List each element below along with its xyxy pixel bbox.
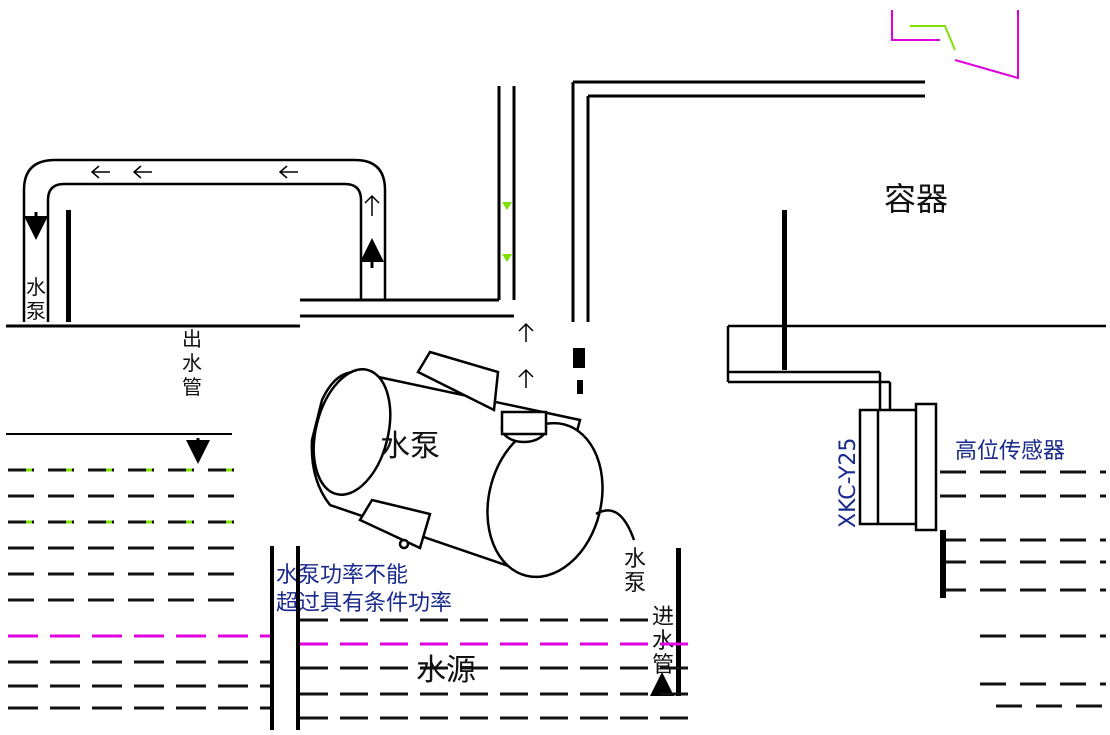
pump-right-label: 水泵 — [624, 547, 646, 596]
container-label: 容器 — [884, 180, 948, 218]
source-tank-walls — [270, 546, 300, 730]
riser-pipe — [300, 86, 516, 318]
warning-line-1: 水泵功率不能 — [276, 563, 408, 588]
right-tank-wall — [940, 530, 946, 598]
sensor-model-label: XKC-Y25 — [836, 438, 861, 528]
container-pipe — [571, 80, 925, 322]
outlet-pipe-label: 出水管 — [182, 327, 202, 399]
pump-left-label: 水泵 — [26, 275, 46, 323]
top-right-mark — [891, 10, 1019, 80]
container-level-bar — [782, 210, 787, 370]
water-source-label: 水源 — [416, 653, 476, 688]
source-water — [300, 618, 700, 720]
up-arrow-icon — [502, 202, 512, 262]
inlet-pipe-label: 进水管 — [652, 605, 674, 678]
left-tank-lower-water — [8, 634, 270, 710]
pump-main-label: 水泵 — [380, 429, 440, 464]
right-wall — [676, 548, 681, 696]
right-tank-water — [940, 470, 1106, 708]
up-arrow-icon — [364, 194, 380, 216]
pipe-segment — [573, 348, 585, 368]
pump-main — [310, 350, 636, 579]
high-sensor-label: 高位传感器 — [955, 439, 1065, 464]
warning-line-2: 超过具有条件功率 — [276, 591, 452, 616]
up-arrow-icon — [518, 322, 534, 388]
left-tank-water — [8, 468, 240, 602]
left-arrow-icon — [90, 165, 298, 179]
left-inner-bar — [66, 210, 71, 322]
sensor-body — [858, 402, 938, 532]
container-bottom — [726, 324, 1106, 410]
left-u-pipe — [22, 158, 387, 322]
pipe-segment — [577, 380, 583, 394]
